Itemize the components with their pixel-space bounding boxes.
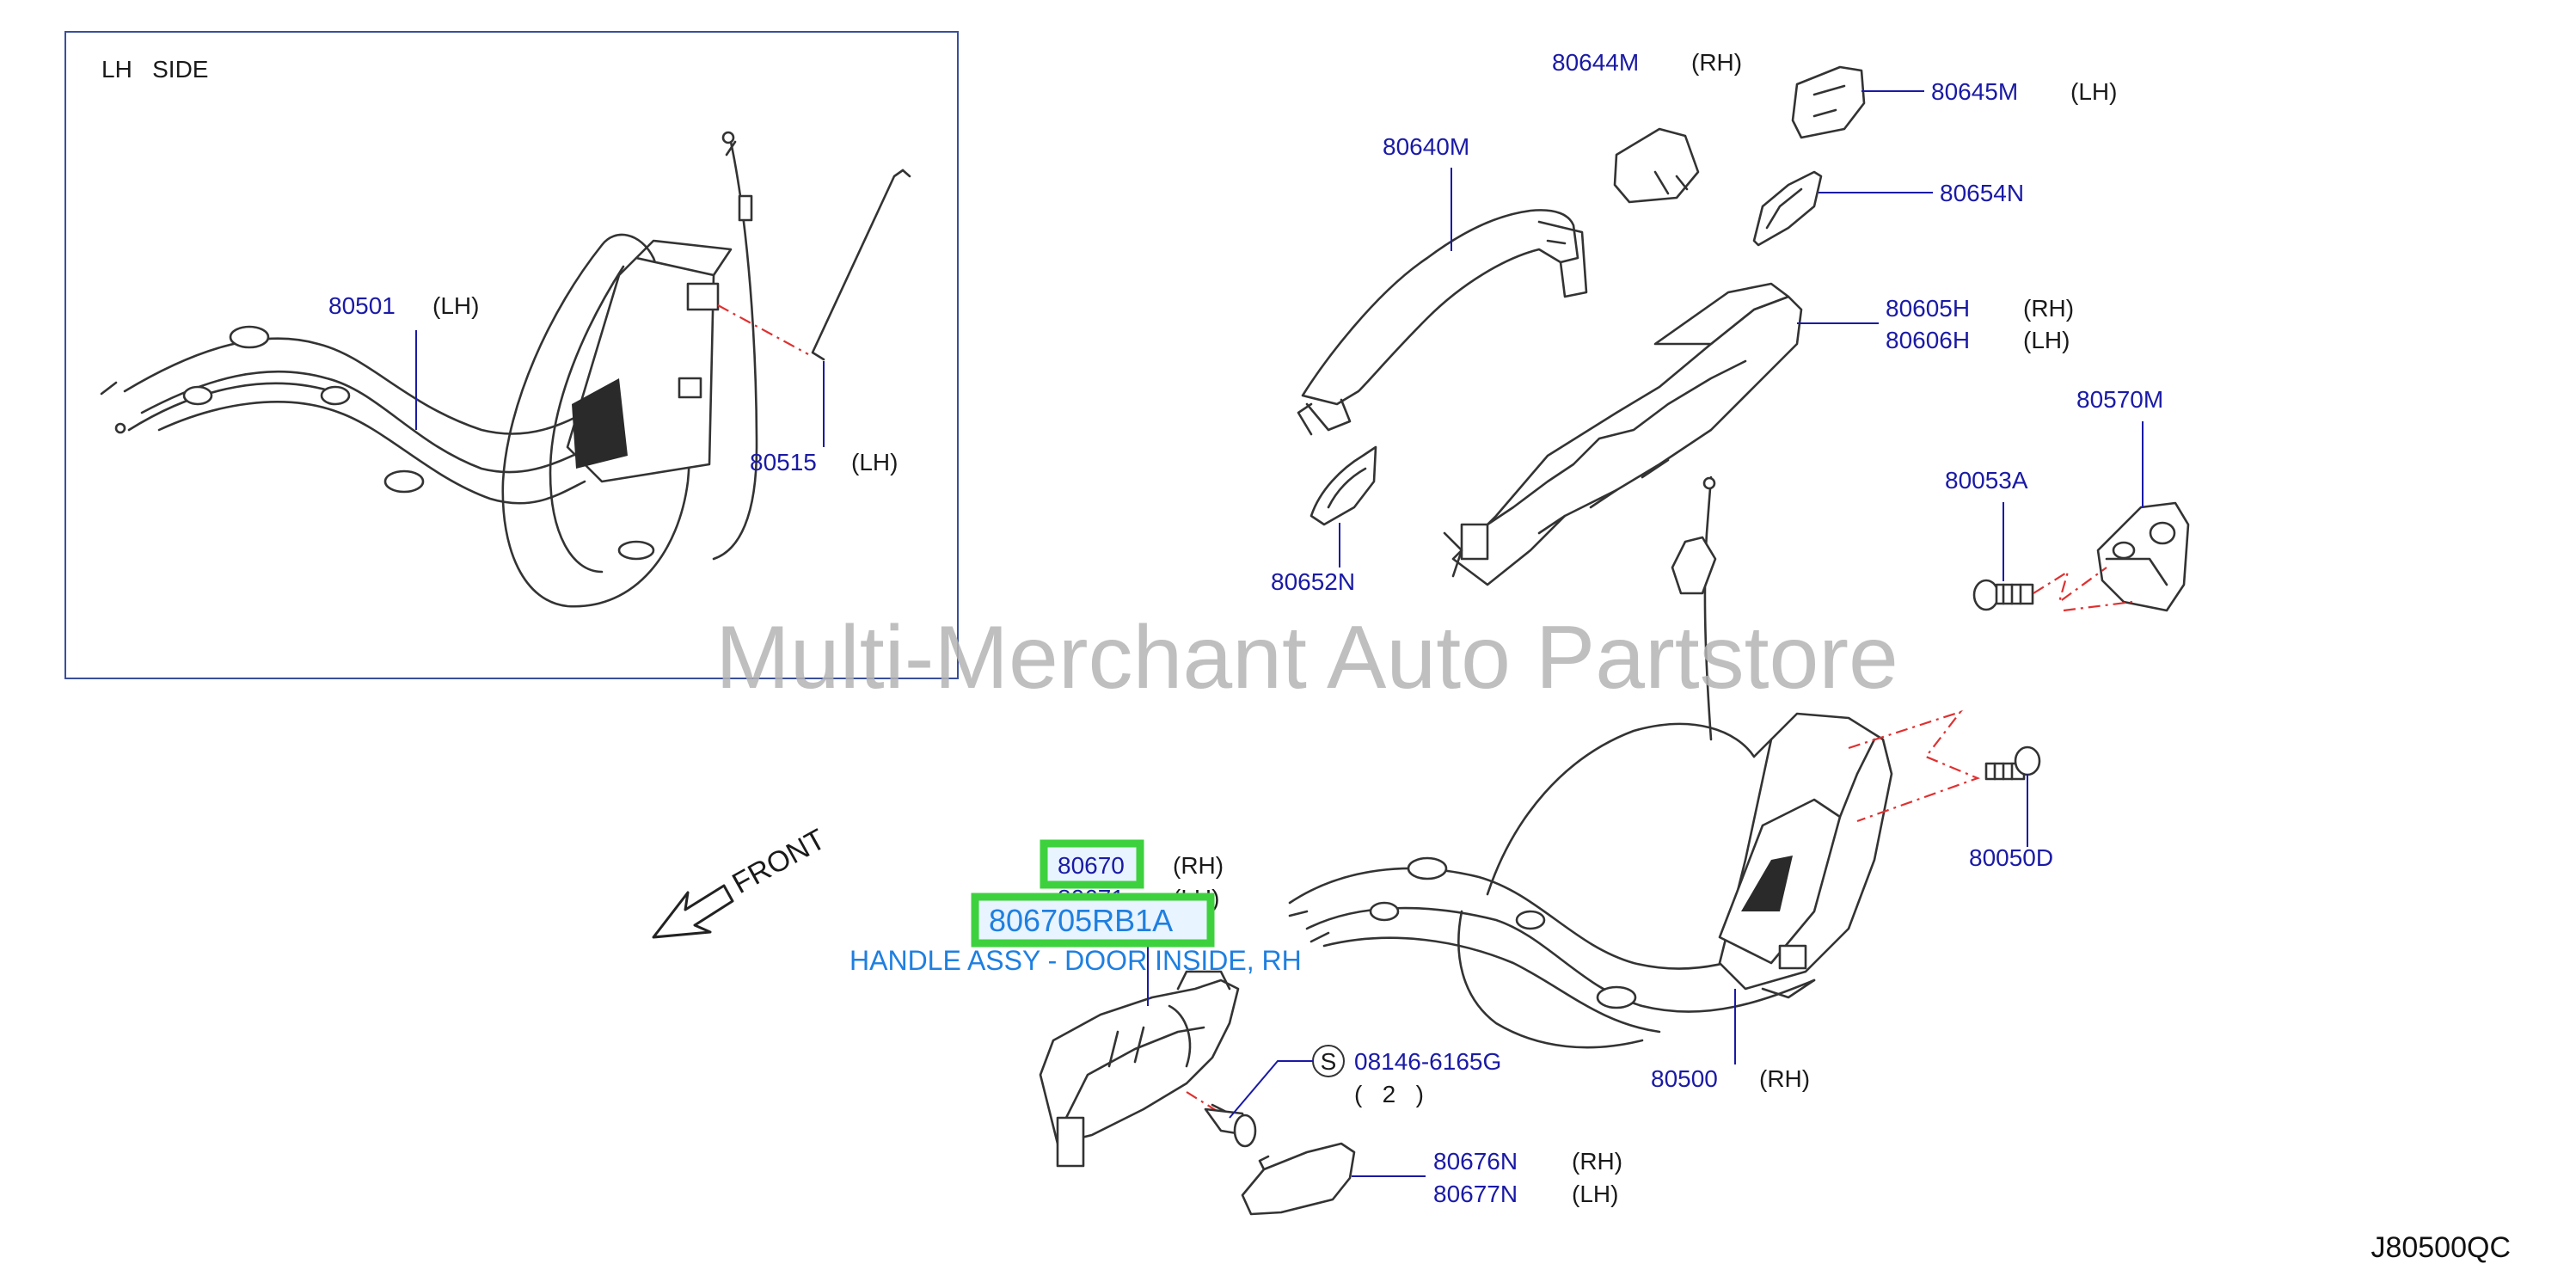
part-number-80053A[interactable]: 80053A	[1945, 467, 2028, 494]
callout-80053A[interactable]: 80053A	[1945, 467, 2028, 581]
highlight-box-80670	[1040, 839, 1144, 889]
callout-80515[interactable]: 80515 (LH)	[750, 361, 898, 475]
front-label: FRONT	[727, 823, 831, 900]
screw-80053A	[1972, 579, 2034, 611]
part-number-80570M[interactable]: 80570M	[2076, 386, 2163, 413]
escutcheon-80676N	[1241, 1142, 1356, 1216]
callout-80501[interactable]: 80501 (LH)	[328, 292, 479, 430]
side-80676N: (RH)	[1572, 1148, 1622, 1175]
lock-dash-line	[1848, 709, 1981, 823]
watermark: Multi-Merchant Auto Partstore	[715, 608, 1898, 708]
part-number-80515[interactable]: 80515	[750, 449, 817, 475]
gasket-80654N	[1752, 170, 1823, 247]
qty-08146-6165G: ( 2 )	[1354, 1081, 1424, 1107]
inset-frame	[64, 31, 959, 679]
highlighted-part-description: HANDLE ASSY - DOOR INSIDE, RH	[849, 945, 1302, 976]
highlighted-part[interactable]: 806705RB1A HANDLE ASSY - DOOR INSIDE, RH	[849, 893, 1302, 976]
handle-bracket-80605H	[1443, 282, 1803, 586]
callout-08146-6165G[interactable]: S 08146-6165G ( 2 )	[1229, 1045, 1501, 1119]
standard-part-symbol: S	[1321, 1048, 1337, 1075]
part-number-08146-6165G[interactable]: 08146-6165G	[1354, 1048, 1501, 1075]
side-80677N: (LH)	[1572, 1181, 1618, 1207]
callout-80570M[interactable]: 80570M	[2076, 386, 2163, 507]
callout-80500[interactable]: 80500 (RH)	[1651, 989, 1810, 1092]
highlight-fill-80670	[1044, 844, 1140, 885]
cap-80644M	[1613, 127, 1700, 204]
cap-80645M	[1791, 65, 1866, 139]
side-80515: (LH)	[851, 449, 898, 475]
part-number-80652N[interactable]: 80652N	[1271, 568, 1355, 595]
side-80670: (RH)	[1173, 852, 1224, 879]
gasket-80652N	[1309, 445, 1377, 526]
screw-08146	[1204, 1103, 1257, 1148]
front-indicator: FRONT	[652, 823, 831, 939]
callout-80652N[interactable]: 80652N	[1271, 523, 1355, 595]
part-number-80500[interactable]: 80500	[1651, 1065, 1718, 1092]
part-number-80644M[interactable]: 80644M	[1552, 49, 1639, 76]
leader-08146-6165G	[1229, 1060, 1313, 1119]
callout-80050D[interactable]: 80050D	[1969, 774, 2053, 871]
part-number-80640M[interactable]: 80640M	[1383, 133, 1469, 160]
callout-80676N[interactable]: 80676N (RH) 80677N (LH)	[1352, 1148, 1622, 1207]
diagram-code: J80500QC	[2371, 1231, 2511, 1264]
part-number-80654N[interactable]: 80654N	[1940, 180, 2024, 206]
side-80501: (LH)	[432, 292, 479, 319]
part-number-80050D[interactable]: 80050D	[1969, 844, 2053, 871]
striker-80570M	[2096, 501, 2190, 612]
side-80644M: (RH)	[1691, 49, 1742, 76]
inset-lock-cable-assembly	[100, 131, 911, 608]
outside-handle-80640M	[1297, 209, 1588, 436]
striker-dash-line	[2033, 567, 2133, 612]
part-number-80645M[interactable]: 80645M	[1931, 78, 2018, 105]
inside-handle-80670	[1039, 970, 1240, 1168]
inset-label: LH SIDE	[101, 56, 208, 83]
door-lock-actuator-80500	[1288, 475, 1893, 1049]
part-number-80677N[interactable]: 80677N	[1433, 1181, 1518, 1207]
callout-80640M[interactable]: 80640M	[1383, 133, 1469, 251]
part-number-80606H[interactable]: 80606H	[1886, 327, 1970, 353]
part-number-80670[interactable]: 80670	[1058, 852, 1125, 879]
part-number-80501[interactable]: 80501	[328, 292, 396, 319]
side-80606H: (LH)	[2023, 327, 2070, 353]
side-80500: (RH)	[1759, 1065, 1810, 1092]
highlight-fill-806705RB1A	[975, 897, 1211, 943]
highlighted-part-number[interactable]: 806705RB1A	[989, 903, 1173, 938]
callout-80654N[interactable]: 80654N	[1819, 180, 2024, 206]
callout-80605H[interactable]: 80605H (RH) 80606H (LH)	[1797, 295, 2074, 353]
highlight-box-806705RB1A	[971, 893, 1215, 948]
callout-80644M[interactable]: 80644M (RH)	[1552, 49, 1742, 76]
side-80645M: (LH)	[2070, 78, 2117, 105]
part-number-80676N[interactable]: 80676N	[1433, 1148, 1518, 1175]
part-number-80605H[interactable]: 80605H	[1886, 295, 1970, 322]
side-80605H: (RH)	[2023, 295, 2074, 322]
front-arrow-icon	[652, 884, 734, 939]
callout-80645M[interactable]: 80645M (LH)	[1861, 78, 2117, 105]
bolt-80050D	[1984, 745, 2041, 781]
